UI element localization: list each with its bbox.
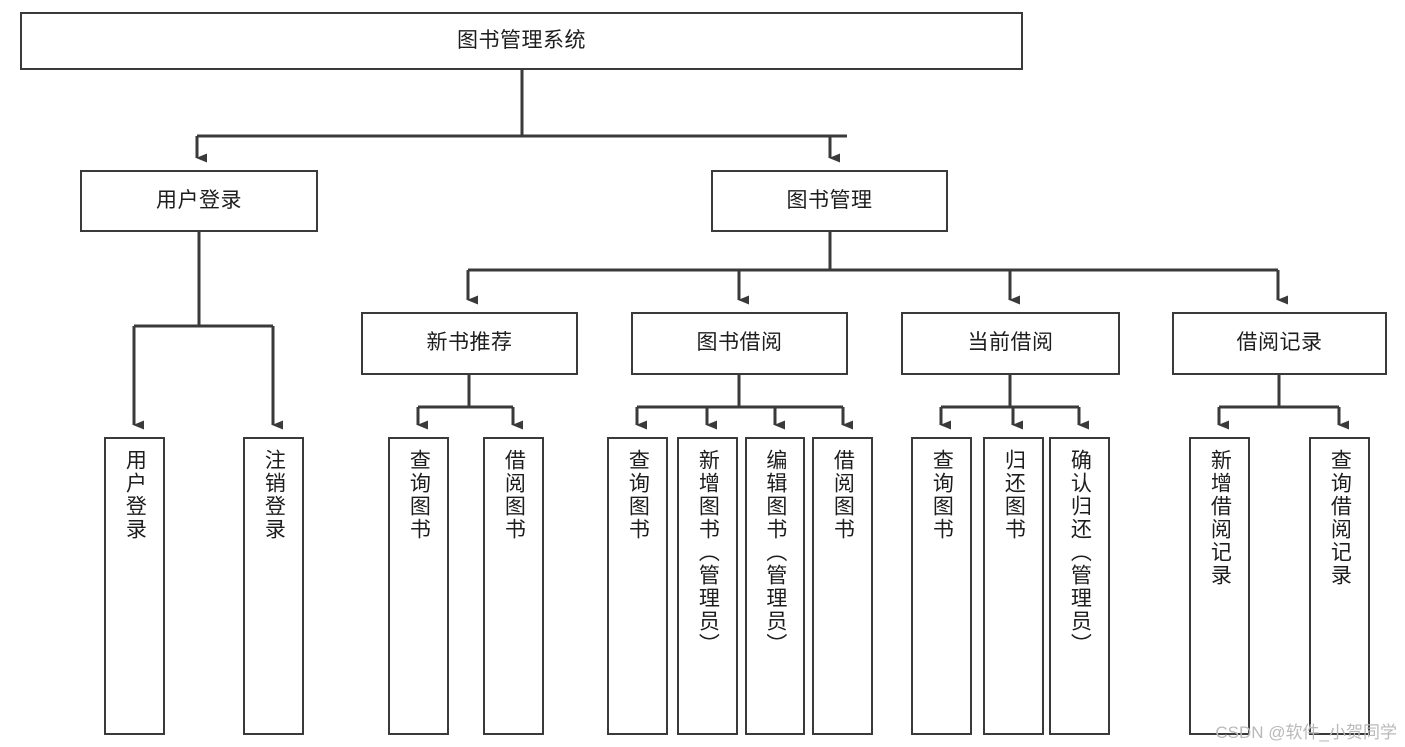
node-leaf-query-book-2[interactable]: 查询图书 [607, 437, 668, 735]
node-leaf-query-book-3[interactable]: 查询图书 [911, 437, 972, 735]
node-borrow-record[interactable]: 借阅记录 [1172, 312, 1387, 375]
node-leaf-query-book-1[interactable]: 查询图书 [388, 437, 449, 735]
node-user-login-label: 用户登录 [156, 188, 242, 212]
node-leaf-logout-login-label: 注销登录 [262, 449, 286, 541]
node-leaf-return-book-label: 归还图书 [1002, 449, 1026, 541]
node-leaf-add-book-admin-label: 新增图书（管理员） [696, 449, 720, 656]
node-leaf-query-book-2-label: 查询图书 [626, 449, 650, 541]
node-user-login[interactable]: 用户登录 [80, 170, 318, 232]
node-leaf-edit-book-admin[interactable]: 编辑图书（管理员） [745, 437, 805, 735]
node-current-borrow[interactable]: 当前借阅 [901, 312, 1120, 375]
node-leaf-query-borrow-record[interactable]: 查询借阅记录 [1309, 437, 1370, 735]
node-book-manage-label: 图书管理 [786, 188, 873, 212]
node-root-label: 图书管理系统 [457, 28, 586, 52]
node-leaf-confirm-return-admin-label: 确认归还（管理员） [1068, 449, 1092, 656]
node-leaf-add-borrow-record-label: 新增借阅记录 [1208, 449, 1232, 587]
node-leaf-edit-book-admin-label: 编辑图书（管理员） [763, 449, 787, 656]
node-current-borrow-label: 当前借阅 [967, 331, 1054, 355]
node-leaf-borrow-book-1[interactable]: 借阅图书 [483, 437, 544, 735]
node-leaf-user-login[interactable]: 用户登录 [104, 437, 165, 735]
node-root[interactable]: 图书管理系统 [20, 12, 1023, 70]
node-book-borrow-label: 图书借阅 [696, 331, 783, 355]
node-leaf-user-login-label: 用户登录 [123, 449, 147, 541]
node-borrow-record-label: 借阅记录 [1236, 331, 1323, 355]
node-book-borrow[interactable]: 图书借阅 [631, 312, 848, 375]
node-leaf-add-book-admin[interactable]: 新增图书（管理员） [677, 437, 738, 735]
node-new-book-recommend-label: 新书推荐 [426, 331, 513, 355]
node-leaf-query-book-3-label: 查询图书 [930, 449, 954, 541]
node-leaf-query-borrow-record-label: 查询借阅记录 [1328, 449, 1352, 587]
node-leaf-borrow-book-2-label: 借阅图书 [831, 449, 855, 541]
node-leaf-return-book[interactable]: 归还图书 [983, 437, 1044, 735]
node-leaf-query-book-1-label: 查询图书 [407, 449, 431, 541]
node-leaf-borrow-book-2[interactable]: 借阅图书 [812, 437, 873, 735]
node-leaf-logout-login[interactable]: 注销登录 [243, 437, 304, 735]
node-new-book-recommend[interactable]: 新书推荐 [361, 312, 578, 375]
node-book-manage[interactable]: 图书管理 [711, 170, 948, 232]
node-leaf-confirm-return-admin[interactable]: 确认归还（管理员） [1049, 437, 1110, 735]
node-leaf-borrow-book-1-label: 借阅图书 [502, 449, 526, 541]
node-leaf-add-borrow-record[interactable]: 新增借阅记录 [1189, 437, 1250, 735]
